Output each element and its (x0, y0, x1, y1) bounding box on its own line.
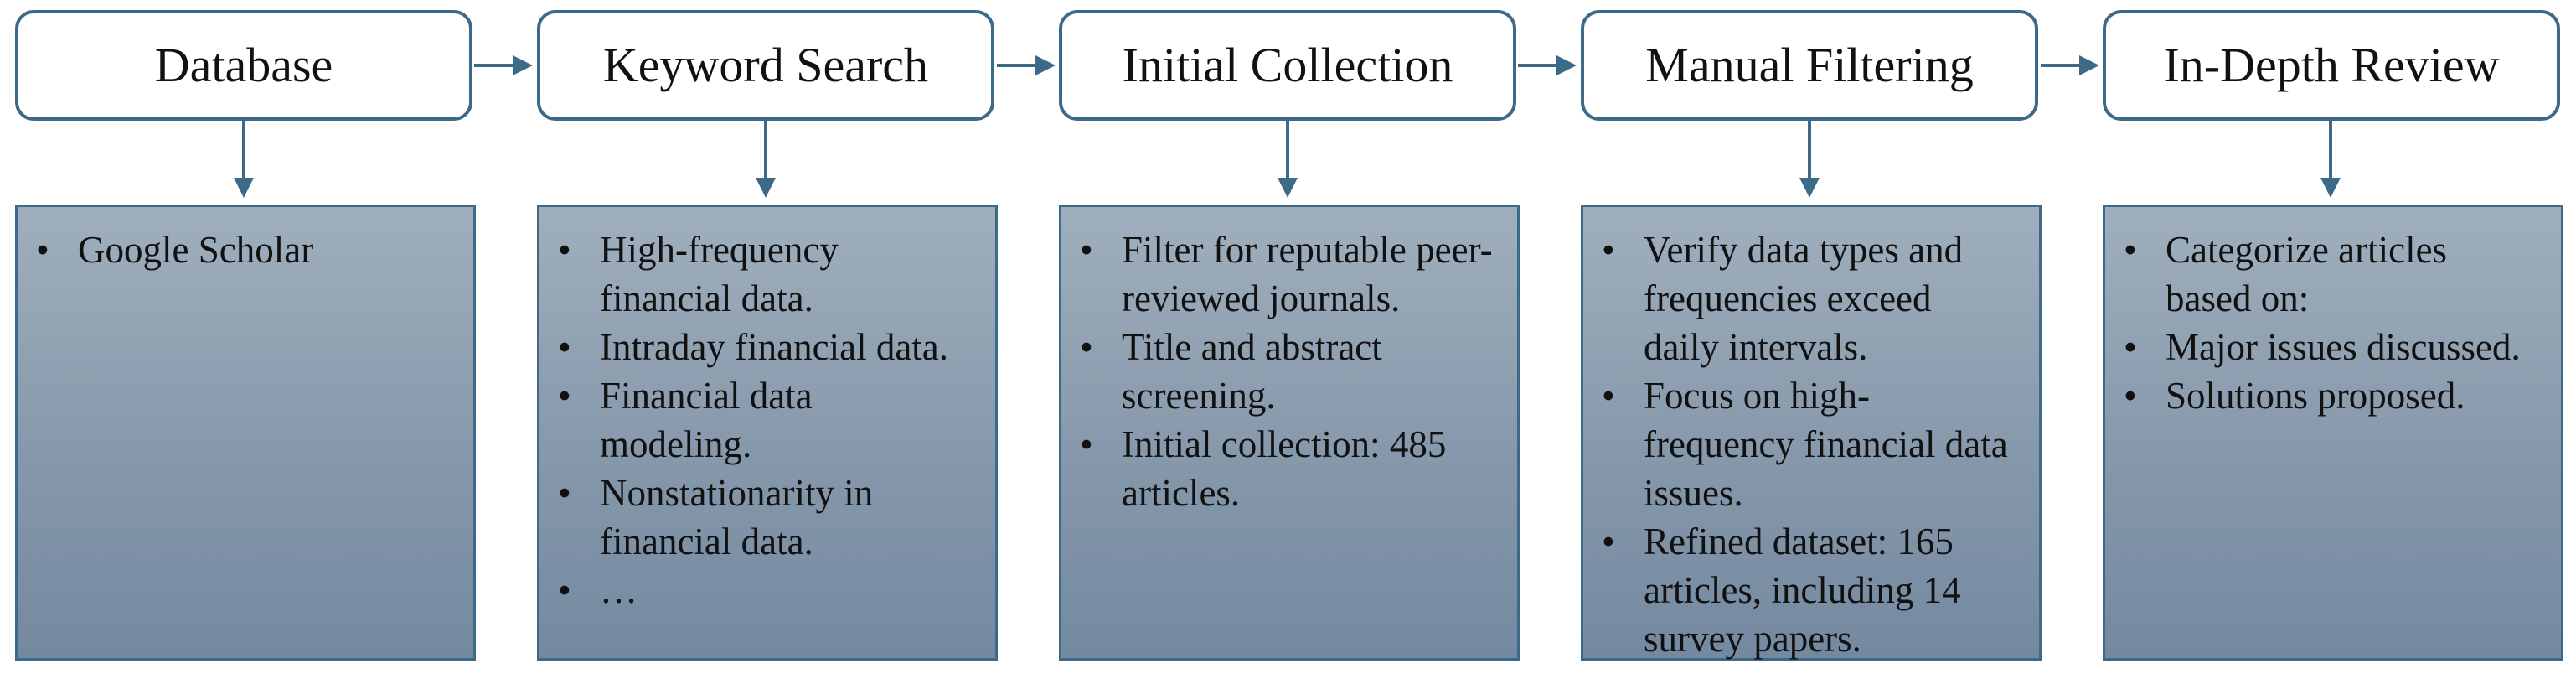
stage-title: Initial Collection (1122, 38, 1453, 92)
list-item: •Filter for reputable peer-reviewed jour… (1080, 225, 1494, 323)
list-item: •Nonstationarity in financial data. (558, 469, 972, 566)
stage-details-keyword-search: •High-frequency financial data. •Intrada… (537, 205, 998, 661)
bullet-icon: • (558, 326, 571, 368)
stage-title: In-Depth Review (2163, 38, 2500, 92)
bullet-icon: • (2124, 375, 2137, 417)
bullet-icon: • (1080, 326, 1093, 368)
stage-details-database: •Google Scholar (15, 205, 476, 661)
bullet-icon: • (558, 569, 571, 611)
list-item: •High-frequency financial data. (558, 225, 972, 323)
stage-title: Keyword Search (602, 38, 929, 92)
bullet-icon: • (2124, 326, 2137, 368)
stage-header-keyword-search: Keyword Search (537, 10, 994, 121)
list-item: •Solutions proposed. (2124, 371, 2537, 420)
stage-header-manual-filtering: Manual Filtering (1581, 10, 2038, 121)
list-item: •Categorize articles based on: (2124, 225, 2537, 323)
bullet-icon: • (558, 375, 571, 417)
bullet-icon: • (1602, 375, 1615, 417)
stage-header-initial-collection: Initial Collection (1059, 10, 1516, 121)
bullet-icon: • (36, 229, 49, 271)
stage-details-in-depth-review: •Categorize articles based on: •Major is… (2103, 205, 2563, 661)
stage-title: Manual Filtering (1645, 38, 1974, 92)
list-item: •Focus on high-frequency financial data … (1602, 371, 2016, 517)
detail-list: •High-frequency financial data. •Intrada… (558, 225, 972, 614)
bullet-icon: • (2124, 229, 2137, 271)
bullet-icon: • (1080, 229, 1093, 271)
bullet-icon: • (558, 472, 571, 514)
list-item: •Title and abstract screening. (1080, 323, 1494, 420)
stage-title: Database (154, 38, 333, 92)
detail-list: •Filter for reputable peer-reviewed jour… (1080, 225, 1494, 517)
list-item: •Refined dataset: 165 articles, includin… (1602, 517, 2016, 663)
bullet-icon: • (1080, 423, 1093, 465)
bullet-icon: • (1602, 521, 1615, 562)
list-item: •Initial collection: 485 articles. (1080, 420, 1494, 517)
detail-list: •Categorize articles based on: •Major is… (2124, 225, 2537, 420)
list-item: •Intraday financial data. (558, 323, 972, 371)
stage-header-database: Database (15, 10, 472, 121)
list-item: •… (558, 566, 972, 614)
list-item: •Verify data types and frequencies excee… (1602, 225, 2016, 371)
stage-header-in-depth-review: In-Depth Review (2103, 10, 2560, 121)
stage-details-initial-collection: •Filter for reputable peer-reviewed jour… (1059, 205, 1520, 661)
list-item: •Financial data modeling. (558, 371, 972, 469)
list-item: •Major issues discussed. (2124, 323, 2537, 371)
detail-list: •Google Scholar (36, 225, 450, 274)
detail-list: •Verify data types and frequencies excee… (1602, 225, 2016, 663)
bullet-icon: • (558, 229, 571, 271)
list-item: •Google Scholar (36, 225, 450, 274)
stage-details-manual-filtering: •Verify data types and frequencies excee… (1581, 205, 2042, 661)
bullet-icon: • (1602, 229, 1615, 271)
